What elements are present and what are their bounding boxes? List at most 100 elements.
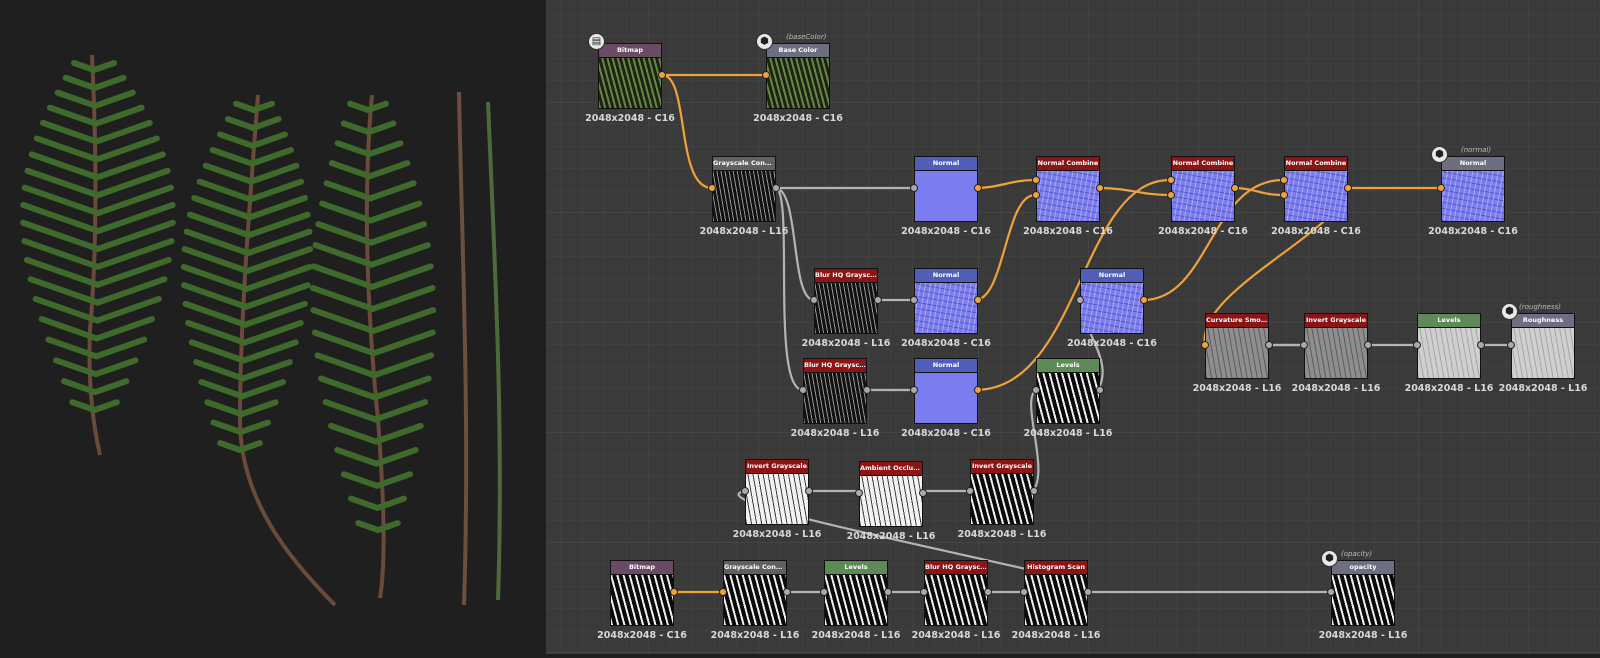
node-grayscale-conversion-1[interactable]: Grayscale Conv... 2048x2048 - L16 <box>700 156 788 237</box>
fern-leaf <box>347 100 371 113</box>
node-histogram-scan[interactable]: Histogram Scan 2048x2048 - L16 <box>1012 560 1100 641</box>
input-port[interactable] <box>1280 176 1288 184</box>
viewport-preview[interactable] <box>0 0 546 654</box>
node-resolution: 2048x2048 - L16 <box>846 531 936 542</box>
input-port[interactable] <box>799 386 807 394</box>
output-port[interactable] <box>1096 184 1104 192</box>
fern-leaf <box>242 282 311 310</box>
input-port[interactable] <box>1032 191 1040 199</box>
node-invert-grayscale-1[interactable]: Invert Grayscale 2048x2048 - L16 <box>1292 313 1380 394</box>
node-levels-1[interactable]: Levels 2048x2048 - L16 <box>1405 313 1493 394</box>
node-title: Normal Combine <box>1036 156 1100 170</box>
input-port[interactable] <box>1076 296 1084 304</box>
output-port[interactable] <box>1030 487 1038 495</box>
input-port[interactable] <box>1020 588 1028 596</box>
node-normal-output[interactable]: Normal 2048x2048 - C16 ⬢ (normal) <box>1428 146 1518 237</box>
output-port[interactable] <box>658 71 666 79</box>
fern-leaf <box>32 295 101 324</box>
output-port[interactable] <box>1364 341 1372 349</box>
node-bitmap-1[interactable]: Bitmap 2048x2048 - C16 ▤ <box>585 33 675 124</box>
node-levels-3[interactable]: Levels 2048x2048 - L16 <box>812 560 900 641</box>
input-port[interactable] <box>1327 588 1335 596</box>
fern-leaf <box>374 495 408 511</box>
output-port[interactable] <box>1344 184 1352 192</box>
node-resolution: 2048x2048 - C16 <box>901 338 991 349</box>
fern-leaf <box>94 238 175 270</box>
input-port[interactable] <box>1201 341 1209 349</box>
fern-leaf <box>323 180 374 202</box>
input-port[interactable] <box>810 296 818 304</box>
output-port[interactable] <box>670 588 678 596</box>
output-port[interactable] <box>805 487 813 495</box>
node-blur-hq-grayscale-1[interactable]: Blur HQ Grayscale 2048x2048 - L16 <box>802 268 890 349</box>
node-bitmap-2[interactable]: Bitmap 2048x2048 - C16 <box>597 560 687 641</box>
input-port[interactable] <box>920 588 928 596</box>
node-blur-hq-grayscale-2[interactable]: Blur HQ Grayscale 2048x2048 - L16 <box>791 358 879 439</box>
input-port[interactable] <box>855 489 863 497</box>
input-port[interactable] <box>1167 191 1175 199</box>
input-port[interactable] <box>719 588 727 596</box>
input-port[interactable] <box>1437 184 1445 192</box>
fern-leaf <box>366 140 404 158</box>
fern-leaf <box>52 357 99 378</box>
output-port[interactable] <box>884 588 892 596</box>
output-port[interactable] <box>874 296 882 304</box>
node-normal-4[interactable]: Normal 2048x2048 - C16 <box>901 358 991 439</box>
node-invert-grayscale-3[interactable]: Invert Grayscale 2048x2048 - L16 <box>958 459 1046 540</box>
node-thumbnail <box>814 282 878 334</box>
node-opacity-output[interactable]: opacity 2048x2048 - L16 ⬢ (opacity) <box>1319 550 1407 641</box>
output-port[interactable] <box>974 184 982 192</box>
output-port[interactable] <box>974 386 982 394</box>
fern-leaf <box>318 375 378 401</box>
node-normal-combine-3[interactable]: Normal Combine 2048x2048 - C16 <box>1271 156 1361 237</box>
output-port[interactable] <box>1140 296 1148 304</box>
input-port[interactable] <box>708 184 716 192</box>
output-port[interactable] <box>1477 341 1485 349</box>
input-port[interactable] <box>1280 191 1288 199</box>
output-port[interactable] <box>1231 184 1239 192</box>
node-normal-2[interactable]: Normal 2048x2048 - C16 <box>901 268 991 349</box>
node-normal-combine-2[interactable]: Normal Combine 2048x2048 - C16 <box>1158 156 1248 237</box>
input-port[interactable] <box>966 487 974 495</box>
input-port[interactable] <box>820 588 828 596</box>
output-port[interactable] <box>1096 386 1104 394</box>
node-grayscale-conversion-2[interactable]: Grayscale Conv... 2048x2048 - L16 <box>711 560 799 641</box>
node-levels-2[interactable]: Levels 2048x2048 - L16 <box>1024 358 1112 439</box>
output-port[interactable] <box>1084 588 1092 596</box>
input-port[interactable] <box>1167 176 1175 184</box>
output-port[interactable] <box>1265 341 1273 349</box>
input-port[interactable] <box>1032 386 1040 394</box>
node-ambient-occlusion[interactable]: Ambient Occlusi... 2048x2048 - L16 <box>847 461 935 542</box>
node-normal-combine-1[interactable]: Normal Combine 2048x2048 - C16 <box>1023 156 1113 237</box>
output-port[interactable] <box>772 184 780 192</box>
node-thumbnail <box>1284 170 1348 222</box>
node-normal-1[interactable]: Normal 2048x2048 - C16 <box>901 156 991 237</box>
node-normal-3[interactable]: Normal 2048x2048 - C16 <box>1067 268 1157 349</box>
input-port[interactable] <box>1507 341 1515 349</box>
input-port[interactable] <box>1300 341 1308 349</box>
node-roughness-output[interactable]: Roughness 2048x2048 - L16 ⬢ (roughness) <box>1499 303 1587 394</box>
node-resolution: 2048x2048 - L16 <box>699 226 789 237</box>
output-port[interactable] <box>783 588 791 596</box>
output-port[interactable] <box>919 489 927 497</box>
input-port[interactable] <box>762 71 770 79</box>
input-port[interactable] <box>910 296 918 304</box>
input-port[interactable] <box>910 184 918 192</box>
node-invert-grayscale-2[interactable]: Invert Grayscale 2048x2048 - L16 <box>733 459 821 540</box>
output-port[interactable] <box>863 386 871 394</box>
node-curvature-smooth[interactable]: Curvature Smooth 2048x2048 - L16 <box>1193 313 1281 394</box>
output-icon: ⬢ <box>756 33 773 50</box>
node-resolution: 2048x2048 - C16 <box>1271 226 1361 237</box>
input-port[interactable] <box>1413 341 1421 349</box>
output-port[interactable] <box>974 296 982 304</box>
node-graph[interactable] <box>546 0 1600 654</box>
fern-leaf <box>367 180 417 202</box>
input-port[interactable] <box>910 386 918 394</box>
node-blur-hq-grayscale-3[interactable]: Blur HQ Grayscale 2048x2048 - L16 <box>912 560 1000 641</box>
output-port[interactable] <box>984 588 992 596</box>
node-base-color[interactable]: Base Color 2048x2048 - C16 ⬢ (baseColor) <box>753 33 843 124</box>
node-resolution: 2048x2048 - L16 <box>710 630 800 641</box>
input-port[interactable] <box>1032 176 1040 184</box>
input-port[interactable] <box>741 487 749 495</box>
fern-leaf <box>92 357 139 378</box>
